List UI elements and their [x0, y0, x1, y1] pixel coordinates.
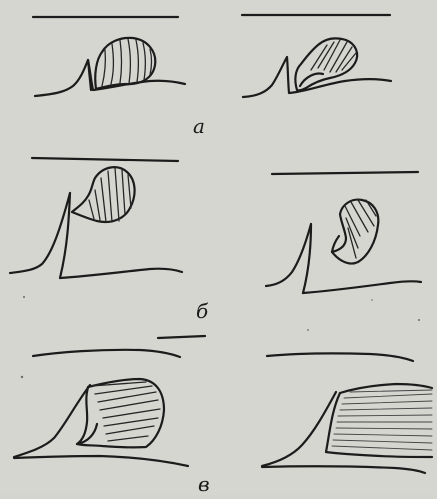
panel-label-b: б: [196, 301, 208, 321]
panel-label-a: а: [193, 116, 205, 136]
panel-label-c: в: [198, 474, 210, 494]
